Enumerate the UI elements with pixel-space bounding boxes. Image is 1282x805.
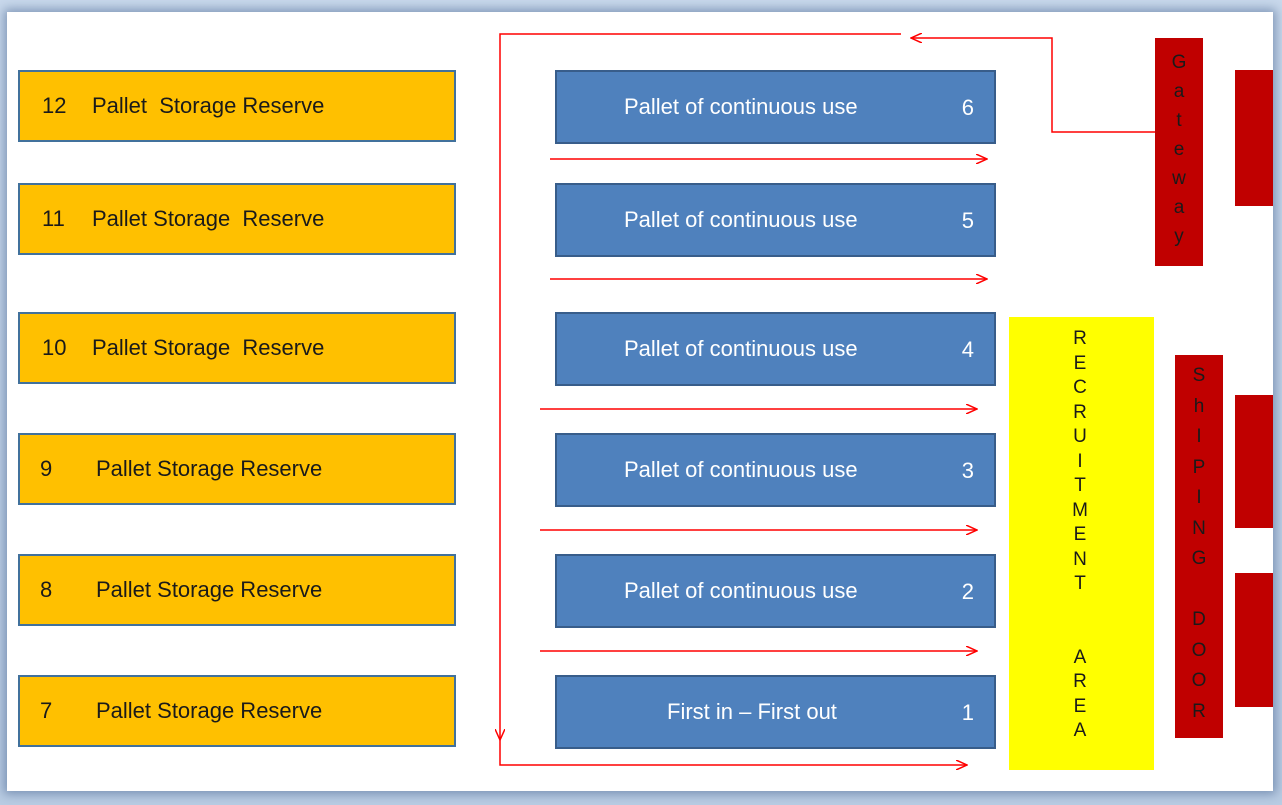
label-letter: G: [1191, 548, 1207, 569]
reserve-number: 9: [40, 456, 53, 481]
reserve-box-8: 8 Pallet Storage Reserve: [18, 554, 456, 626]
door-panel-top: [1235, 70, 1273, 206]
aisle-bottom-arrow: [499, 740, 967, 765]
pallet-box-5: Pallet of continuous use 5: [555, 183, 996, 257]
label-letter: a: [1173, 81, 1185, 102]
label-letter: I: [1196, 487, 1202, 508]
label-letter: T: [1074, 475, 1086, 496]
label-letter: S: [1192, 365, 1206, 386]
pallet-label: Pallet of continuous use: [624, 94, 858, 119]
reserve-label: Pallet Storage Reserve: [92, 206, 325, 231]
label-letter: M: [1072, 499, 1088, 521]
pallet-label: Pallet of continuous use: [624, 457, 858, 482]
pallet-box-4: Pallet of continuous use 4: [555, 312, 996, 386]
reserve-label: Pallet Storage Reserve: [96, 698, 323, 723]
reserve-number: 8: [40, 577, 53, 602]
reserve-label: Pallet Storage Reserve: [96, 456, 323, 481]
label-letter: U: [1073, 426, 1087, 447]
label-letter: A: [1073, 720, 1087, 741]
label-letter: I: [1196, 426, 1202, 447]
reserve-box-11: 11 Pallet Storage Reserve: [18, 183, 456, 255]
label-letter: D: [1192, 609, 1206, 630]
pallet-box-2: Pallet of continuous use 2: [555, 554, 996, 628]
reserve-box-7: 7 Pallet Storage Reserve: [18, 675, 456, 747]
pallet-number: 5: [961, 208, 974, 234]
pallet-label: Pallet of continuous use: [624, 578, 858, 603]
aisle-down-arrow: [500, 33, 901, 740]
label-letter: E: [1073, 352, 1087, 374]
reserve-label: Pallet Storage Reserve: [96, 577, 323, 602]
door-panel-middle: [1235, 395, 1273, 528]
reserve-label: Pallet Storage Reserve: [92, 335, 325, 360]
label-letter: P: [1192, 456, 1206, 478]
label-letter: E: [1073, 524, 1087, 545]
label-letter: I: [1077, 450, 1083, 472]
label-letter: R: [1192, 700, 1206, 722]
label-letter: w: [1172, 168, 1186, 189]
pallet-label: Pallet of continuous use: [624, 207, 858, 232]
label-letter: C: [1073, 377, 1087, 398]
flow-arrows: [7, 12, 1155, 791]
label-letter: N: [1192, 517, 1206, 539]
label-letter: A: [1073, 646, 1087, 668]
pallet-label: Pallet of continuous use: [624, 336, 858, 361]
pallet-box-1: First in – First out 1: [555, 675, 996, 749]
label-letter: y: [1174, 226, 1184, 247]
label-letter: G: [1171, 52, 1187, 73]
reserve-number: 10: [42, 335, 67, 360]
label-letter: O: [1191, 639, 1207, 661]
pallet-number: 4: [961, 337, 974, 363]
label-letter: N: [1073, 548, 1087, 570]
reserve-number: 11: [42, 206, 65, 231]
reserve-box-10: 10 Pallet Storage Reserve: [18, 312, 456, 384]
pallet-number: 1: [961, 700, 974, 726]
reserve-number: 7: [40, 698, 53, 723]
label-letter: h: [1193, 395, 1205, 417]
label-letter: T: [1074, 573, 1086, 594]
reserve-box-12: 12 Pallet Storage Reserve: [18, 70, 456, 142]
pallet-number: 2: [961, 579, 974, 605]
reserve-box-9: 9 Pallet Storage Reserve: [18, 433, 456, 505]
label-letter: E: [1073, 695, 1087, 717]
label-letter: a: [1173, 197, 1185, 218]
reserve-number: 12: [42, 93, 67, 118]
gateway-return-arrow: [911, 38, 1155, 133]
label-letter: e: [1173, 139, 1185, 160]
pallet-box-3: Pallet of continuous use 3: [555, 433, 996, 507]
warehouse-layout-canvas: 12 Pallet Storage Reserve 11 Pallet Stor…: [7, 12, 1273, 791]
label-letter: t: [1176, 110, 1182, 131]
label-letter: R: [1073, 401, 1087, 423]
label-letter: R: [1073, 671, 1087, 692]
reserve-label: Pallet Storage Reserve: [92, 93, 325, 118]
pallet-number: 6: [961, 95, 974, 121]
pallet-number: 3: [961, 458, 974, 484]
door-panel-bottom: [1235, 573, 1273, 707]
pallet-label: First in – First out: [667, 699, 837, 724]
pallet-box-6: Pallet of continuous use 6: [555, 70, 996, 144]
label-letter: R: [1073, 328, 1087, 349]
label-letter: O: [1191, 670, 1207, 691]
